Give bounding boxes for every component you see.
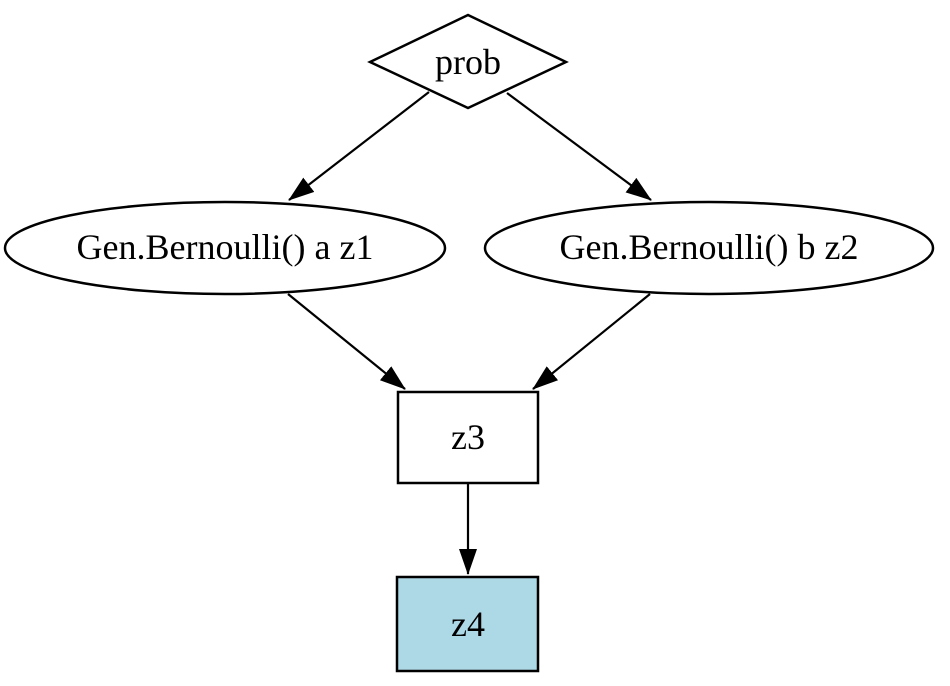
node-prob-diamond-shape <box>367 13 569 110</box>
edge-prob-z2 <box>506 92 652 201</box>
node-prob: prob <box>367 13 569 110</box>
edge-line-prob-z1 <box>288 91 430 201</box>
edge-z1-z3 <box>287 293 406 390</box>
node-z3: z3 <box>396 390 540 485</box>
node-z4-box-shape <box>395 575 540 673</box>
edge-line-z2-z3 <box>532 293 651 390</box>
edge-z2-z3 <box>532 293 651 390</box>
edge-prob-z1 <box>288 91 430 201</box>
node-z2-label: Gen.Bernoulli() b z2 <box>560 227 859 267</box>
node-z1-label: Gen.Bernoulli() a z1 <box>77 227 374 267</box>
node-z3-box-shape <box>396 390 540 485</box>
node-z1: Gen.Bernoulli() a z1 <box>3 200 447 296</box>
node-z1-ellipse-shape <box>3 200 447 296</box>
node-prob-label: prob <box>435 42 501 82</box>
node-z4-label: z4 <box>451 604 485 644</box>
edge-line-z1-z3 <box>287 293 406 390</box>
edge-line-prob-z2 <box>506 92 652 201</box>
node-z4: z4 <box>395 575 540 673</box>
node-z3-label: z3 <box>451 417 485 457</box>
node-z2-ellipse-shape <box>483 200 935 296</box>
node-z2: Gen.Bernoulli() b z2 <box>483 200 935 296</box>
